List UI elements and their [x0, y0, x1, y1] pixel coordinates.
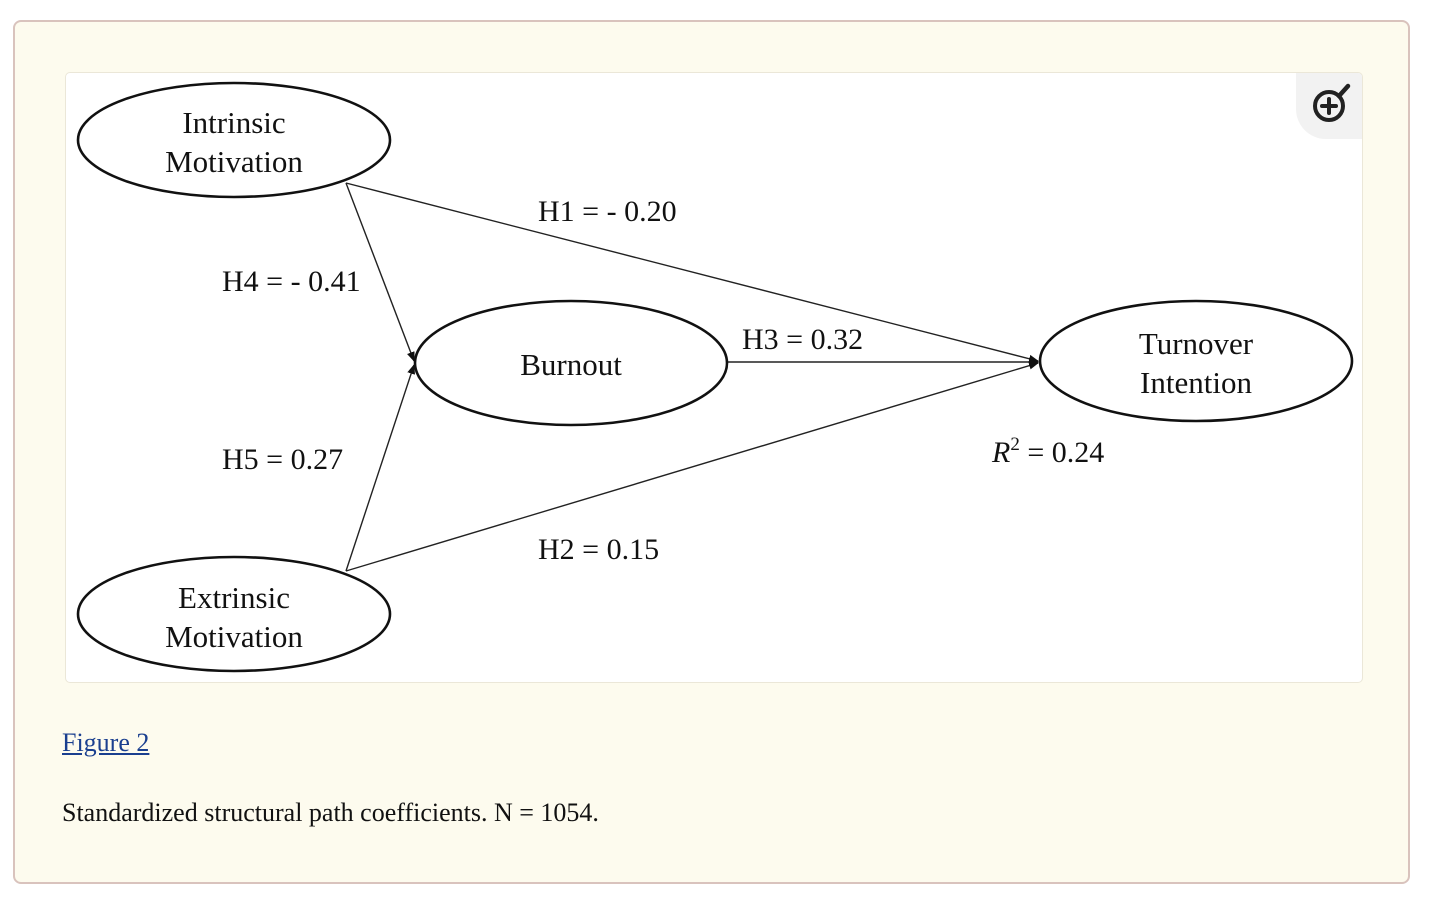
edge-h4: [345, 182, 415, 362]
figure-link[interactable]: Figure 2: [62, 728, 150, 757]
node-extrinsic-line2: Motivation: [165, 619, 303, 654]
node-extrinsic-motivation: Extrinsic Motivation: [76, 555, 392, 673]
edge-h5: [345, 364, 415, 572]
zoom-in-button[interactable]: [1296, 73, 1362, 139]
node-turnover-line2: Intention: [1140, 365, 1252, 400]
node-extrinsic-line1: Extrinsic: [178, 580, 290, 615]
edge-h1: [345, 182, 1039, 363]
node-intrinsic-motivation: Intrinsic Motivation: [76, 81, 392, 199]
zoom-in-icon: [1313, 83, 1351, 122]
node-turnover-intention: Turnover Intention: [1038, 299, 1354, 423]
node-intrinsic-line2: Motivation: [165, 144, 303, 179]
r-squared-value: = 0.24: [1020, 436, 1104, 469]
r-squared-exponent: 2: [1010, 434, 1020, 455]
node-turnover-line1: Turnover: [1139, 326, 1254, 361]
edge-label-h5: H5 = 0.27: [222, 443, 343, 476]
edge-label-h2: H2 = 0.15: [538, 533, 659, 566]
diagram-panel[interactable]: Intrinsic Motivation Extrinsic Motivatio…: [65, 72, 1363, 683]
figure-caption: Standardized structural path coefficient…: [62, 798, 599, 827]
edge-label-h3: H3 = 0.32: [742, 323, 863, 356]
node-burnout-label: Burnout: [520, 347, 622, 382]
edge-h2: [345, 361, 1039, 572]
node-intrinsic-line1: Intrinsic: [182, 105, 285, 140]
edge-label-h1: H1 = - 0.20: [538, 195, 677, 228]
node-burnout: Burnout: [413, 299, 729, 427]
r-squared-symbol: R: [991, 436, 1010, 469]
edge-label-h4: H4 = - 0.41: [222, 265, 361, 298]
path-diagram: Intrinsic Motivation Extrinsic Motivatio…: [76, 81, 1354, 673]
figure-container: Intrinsic Motivation Extrinsic Motivatio…: [13, 20, 1410, 884]
r-squared-label: R2 = 0.24: [991, 434, 1104, 469]
